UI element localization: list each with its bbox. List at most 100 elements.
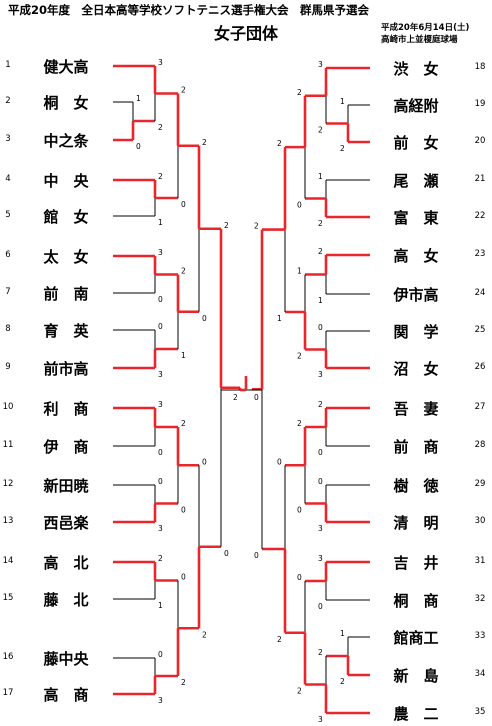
match-score: 2 <box>277 139 282 148</box>
team-number: 19 <box>474 99 486 109</box>
team-name: 健大高 <box>43 58 89 76</box>
team-number: 20 <box>474 136 486 146</box>
match-score: 3 <box>318 554 323 563</box>
team-name: 館 女 <box>43 208 89 226</box>
match-score: 3 <box>318 370 323 379</box>
match-score: 0 <box>181 573 186 582</box>
team-number: 17 <box>2 688 14 698</box>
team-name: 清 明 <box>393 514 439 532</box>
match-score: 2 <box>297 419 302 428</box>
match-score: 2 <box>318 648 323 657</box>
match-score: 2 <box>202 630 207 639</box>
match-score: 1 <box>318 296 323 305</box>
team-name: 樹 徳 <box>393 477 439 495</box>
match-score: 0 <box>181 200 186 209</box>
team-number: 22 <box>474 211 486 221</box>
match-score: 0 <box>318 323 323 332</box>
match-score: 2 <box>181 419 186 428</box>
team-number: 10 <box>2 402 14 412</box>
match-score: 1 <box>318 172 323 181</box>
match-score: 2 <box>297 88 302 97</box>
team-number: 16 <box>2 652 14 662</box>
team-name: 高経附 <box>393 97 439 115</box>
match-score: 1 <box>158 601 163 610</box>
match-score: 1 <box>181 351 186 360</box>
team-number: 33 <box>474 631 486 641</box>
match-score: 2 <box>297 352 302 361</box>
match-score: 0 <box>202 457 207 466</box>
match-score: 0 <box>158 650 163 659</box>
team-number: 28 <box>474 440 486 450</box>
team-name: 桐 商 <box>393 592 439 610</box>
match-score: 2 <box>254 222 259 231</box>
team-name: 富 東 <box>393 209 439 227</box>
match-score: 0 <box>181 506 186 515</box>
team-name: 吾 妻 <box>393 400 439 418</box>
event-date: 平成20年6月14日(土) <box>381 23 470 33</box>
match-score: 2 <box>158 123 163 132</box>
match-score: 0 <box>158 322 163 331</box>
match-score: 0 <box>297 201 302 210</box>
team-name: 高 女 <box>393 247 439 265</box>
team-number: 13 <box>2 516 14 526</box>
match-score: 0 <box>254 393 259 402</box>
team-number: 8 <box>5 324 11 334</box>
match-score: 1 <box>340 629 345 638</box>
team-number: 21 <box>474 174 486 184</box>
match-score: 2 <box>202 138 207 147</box>
team-name: 新 島 <box>393 667 439 685</box>
match-score: 2 <box>297 687 302 696</box>
match-score: 3 <box>158 524 163 533</box>
match-score: 2 <box>224 221 229 230</box>
match-score: 2 <box>318 126 323 135</box>
match-score: 2 <box>318 400 323 409</box>
team-name: 伊 商 <box>43 438 89 456</box>
team-name: 尾 瀬 <box>393 172 439 190</box>
match-score: 0 <box>318 448 323 457</box>
match-score: 2 <box>181 678 186 687</box>
team-number: 31 <box>474 556 486 566</box>
match-score: 2 <box>158 554 163 563</box>
match-score: 0 <box>158 295 163 304</box>
team-name: 吉 井 <box>393 554 439 572</box>
tournament-title: 平成20年度 全日本高等学校ソフトテニス選手権大会 群馬県予選会 <box>8 3 369 17</box>
team-number: 27 <box>474 402 486 412</box>
team-name: 前 商 <box>393 438 439 456</box>
match-score: 3 <box>318 524 323 533</box>
team-number: 18 <box>474 62 486 72</box>
team-number: 2 <box>5 96 11 106</box>
team-number: 9 <box>5 362 11 372</box>
event-subtitle: 女子団体 <box>213 24 278 43</box>
match-score: 2 <box>277 635 282 644</box>
team-name: 桐 女 <box>43 94 89 112</box>
team-name: 新田暁 <box>43 477 89 495</box>
event-venue: 高崎市上並榎庭球場 <box>381 35 458 45</box>
team-number: 5 <box>5 210 11 220</box>
match-score: 0 <box>318 477 323 486</box>
match-score: 0 <box>277 457 282 466</box>
match-score: 2 <box>158 172 163 181</box>
team-name: 関 学 <box>393 323 439 341</box>
team-number: 24 <box>474 288 486 298</box>
match-score: 0 <box>224 549 229 558</box>
match-score: 0 <box>254 551 259 560</box>
team-name: 前 南 <box>43 285 89 303</box>
team-number: 4 <box>5 174 11 184</box>
team-name: 中 央 <box>43 172 89 190</box>
match-score: 3 <box>158 248 163 257</box>
match-score: 1 <box>297 267 302 276</box>
team-number: 7 <box>5 287 11 297</box>
team-name: 農 二 <box>393 705 439 723</box>
team-number: 34 <box>474 669 486 679</box>
match-score: 0 <box>136 142 141 151</box>
team-name: 前市高 <box>43 360 89 378</box>
match-score: 2 <box>181 267 186 276</box>
match-score: 0 <box>202 314 207 323</box>
match-score: 3 <box>158 696 163 705</box>
match-score: 1 <box>340 97 345 106</box>
match-score: 1 <box>136 94 141 103</box>
team-name: 西邑楽 <box>43 514 89 532</box>
team-name: 藤中央 <box>43 650 89 668</box>
match-score: 2 <box>318 247 323 256</box>
